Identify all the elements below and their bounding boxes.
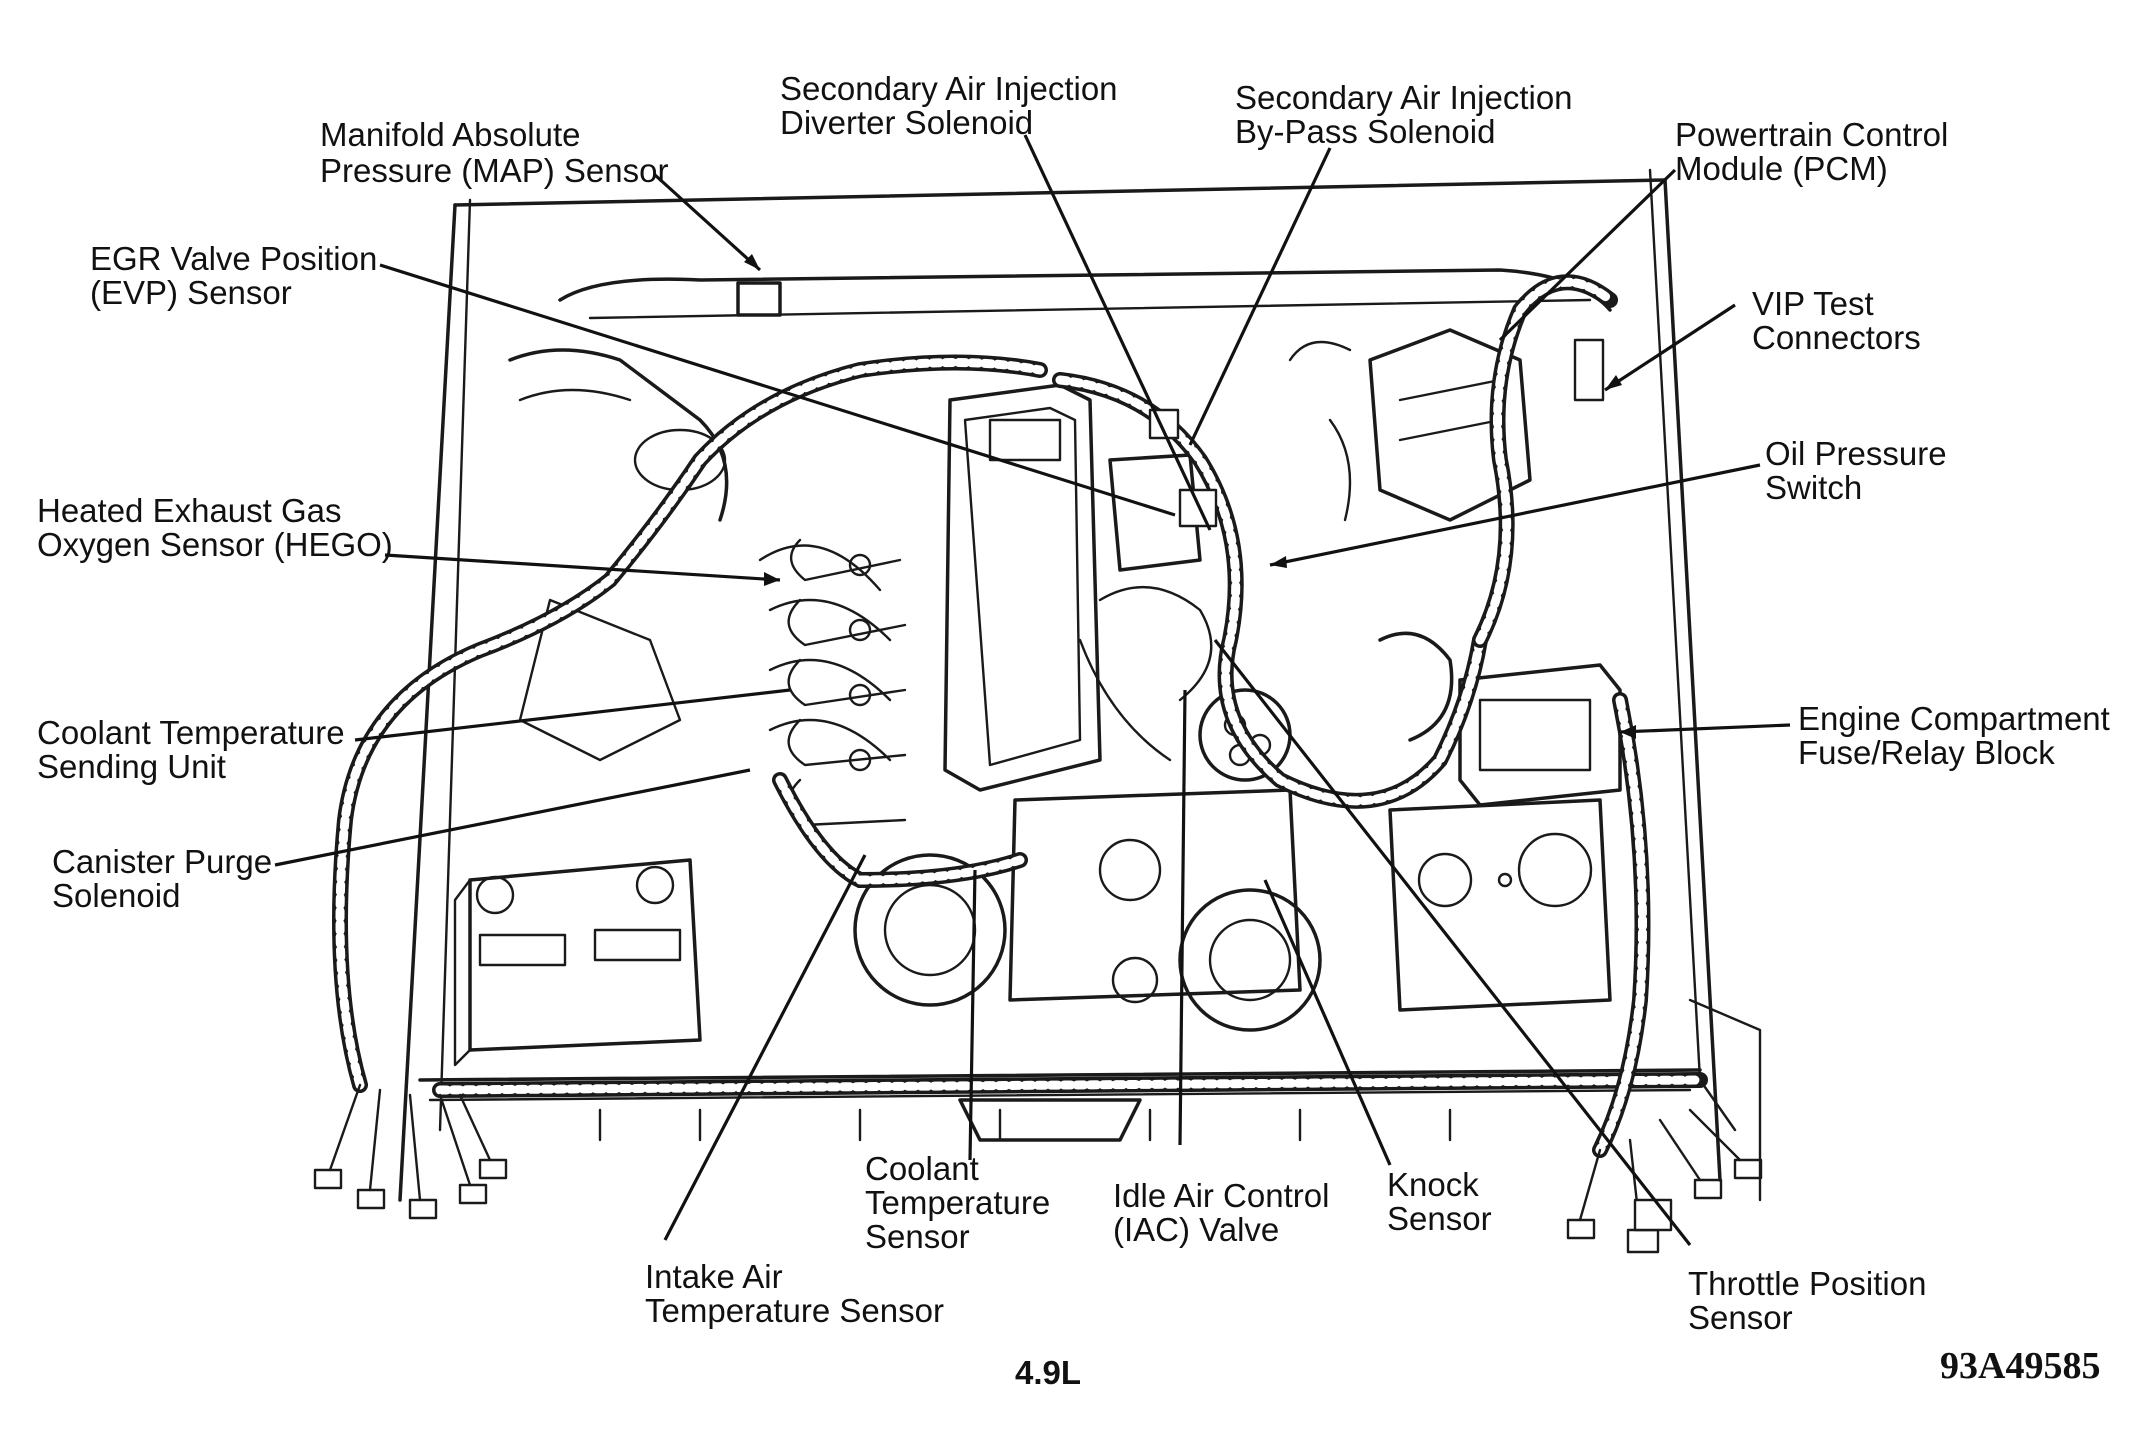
label-oil-pressure-switch: Oil Pressure Switch [1765,435,1956,506]
label-pcm: Powertrain Control Module (PCM) [1675,116,1957,187]
label-evp-sensor: EGR Valve Position (EVP) Sensor [90,240,387,311]
label-hego-sensor: Heated Exhaust Gas Oxygen Sensor (HEGO) [37,492,393,563]
label-fuse-relay-block: Engine Compartment Fuse/Relay Block [1798,700,2119,771]
callout-leader-lines [274,134,1791,1246]
label-throttle-position-sensor: Throttle Position Sensor [1688,1265,1936,1336]
engine-model-label: 4.9L [1015,1354,1081,1391]
engine-illustration [313,168,1763,1254]
label-map-sensor: Manifold Absolute Pressure (MAP) Sensor [320,116,668,189]
label-bypass-solenoid: Secondary Air Injection By-Pass Solenoid [1235,79,1582,150]
callout-labels: Manifold Absolute Pressure (MAP) Sensor … [37,70,2119,1336]
label-diverter-solenoid: Secondary Air Injection Diverter Solenoi… [780,70,1127,141]
label-knock-sensor: Knock Sensor [1387,1166,1492,1237]
label-iac-valve: Idle Air Control (IAC) Valve [1113,1177,1339,1248]
figure-code: 93A49585 [1940,1345,2100,1387]
callout-arrowheads [744,254,1636,739]
wiring-harness [332,274,1708,1158]
label-intake-air-temp-sensor: Intake Air Temperature Sensor [645,1258,944,1329]
label-coolant-sending-unit: Coolant Temperature Sending Unit [37,714,354,785]
label-coolant-temp-sensor: Coolant Temperature Sensor [865,1150,1059,1255]
label-vip-connectors: VIP Test Connectors [1752,285,1921,356]
label-canister-purge-solenoid: Canister Purge Solenoid [52,843,281,914]
